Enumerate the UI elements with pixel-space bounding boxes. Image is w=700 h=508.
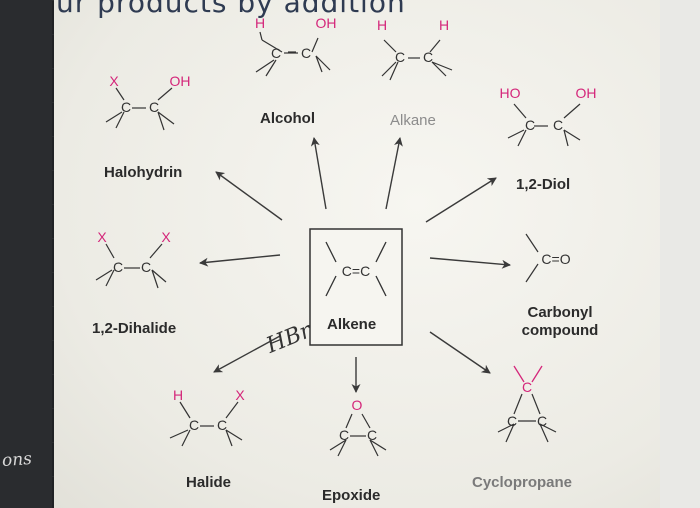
reaction-arrows <box>199 137 511 393</box>
svg-text:C: C <box>301 45 311 61</box>
svg-text:C: C <box>537 413 547 429</box>
label-alcohol: Alcohol <box>260 110 315 127</box>
svg-text:OH: OH <box>316 15 337 31</box>
svg-text:X: X <box>235 387 245 403</box>
arrow-to-halohydrin <box>215 171 283 221</box>
svg-text:O: O <box>352 397 363 413</box>
alkene-structure <box>325 241 387 297</box>
carbonyl-structure: C=O <box>525 233 571 283</box>
svg-text:C: C <box>367 427 377 443</box>
alkene-formula: C=C <box>342 263 370 279</box>
label-carbonyl-line2: compound <box>521 322 599 339</box>
cyclopropane-structure: C C C <box>497 365 557 443</box>
svg-text:X: X <box>161 229 171 245</box>
alcohol-structure: H OH C C <box>255 15 337 77</box>
textbook-page: ur products by addition C=C <box>54 0 660 508</box>
svg-text:OH: OH <box>170 73 191 89</box>
right-monitor-edge <box>660 0 700 508</box>
svg-text:C: C <box>141 259 151 275</box>
arrow-to-halide <box>213 335 281 373</box>
label-cyclopropane: Cyclopropane <box>472 474 573 491</box>
page-title: ur products by addition <box>56 0 406 19</box>
label-diol: 1,2-Diol <box>516 176 571 193</box>
svg-text:C: C <box>525 117 535 133</box>
dihalide-structure: X X C C <box>95 229 171 289</box>
svg-text:X: X <box>109 73 119 89</box>
label-halohydrin: Halohydrin <box>104 164 183 181</box>
arrow-to-dihalide <box>199 254 281 267</box>
svg-text:C: C <box>271 45 281 61</box>
svg-text:C: C <box>121 99 131 115</box>
label-halide: Halide <box>186 474 232 491</box>
arrow-to-cyclopropane <box>429 331 491 374</box>
svg-text:C: C <box>189 417 199 433</box>
arrow-to-carbonyl <box>429 257 511 269</box>
svg-text:C: C <box>507 413 517 429</box>
arrow-to-alcohol <box>310 137 327 210</box>
svg-text:C: C <box>339 427 349 443</box>
label-carbonyl-line1: Carbonyl <box>527 304 593 321</box>
svg-text:X: X <box>97 229 107 245</box>
svg-text:HO: HO <box>500 85 521 101</box>
svg-text:C: C <box>217 417 227 433</box>
svg-text:OH: OH <box>576 85 597 101</box>
svg-text:C: C <box>149 99 159 115</box>
label-carbonyl: Carbonyl compound <box>512 304 608 340</box>
alkane-structure: H H C C <box>377 17 453 81</box>
halohydrin-structure: X OH C C <box>105 73 191 131</box>
svg-text:H: H <box>377 17 387 33</box>
svg-text:C: C <box>423 49 433 65</box>
epoxide-structure: O C C <box>329 397 387 457</box>
svg-text:H: H <box>439 17 449 33</box>
svg-text:C=O: C=O <box>541 251 570 267</box>
svg-text:H: H <box>173 387 183 403</box>
reaction-diagram: C=C <box>95 15 597 457</box>
svg-text:C: C <box>113 259 123 275</box>
halide-structure: H X C C <box>169 387 245 447</box>
alkene-box <box>309 228 403 346</box>
svg-text:C: C <box>395 49 405 65</box>
label-dihalide: 1,2-Dihalide <box>92 320 177 337</box>
arrow-to-alkane <box>385 137 403 210</box>
diol-structure: HO OH C C <box>500 85 597 147</box>
label-epoxide: Epoxide <box>322 487 381 504</box>
label-alkene: Alkene <box>327 316 377 333</box>
svg-text:C: C <box>522 379 532 395</box>
svg-text:C: C <box>553 117 563 133</box>
side-note-text: ons <box>1 448 33 472</box>
label-alkane: Alkane <box>390 112 436 129</box>
arrow-to-diol <box>425 177 497 223</box>
left-monitor-edge <box>0 0 52 508</box>
svg-text:H: H <box>255 15 265 31</box>
